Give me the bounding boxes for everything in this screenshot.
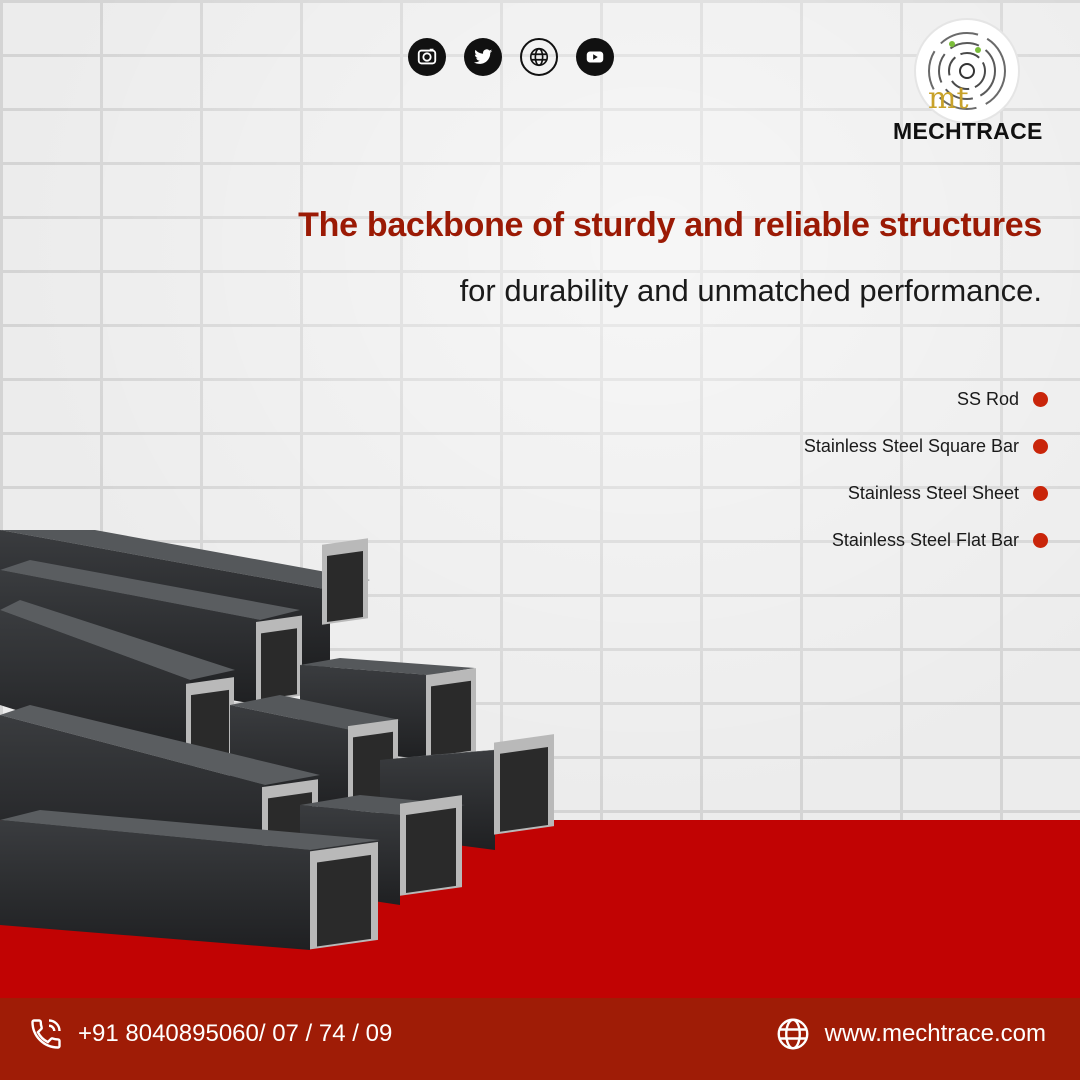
product-label: SS Rod [956,389,1019,409]
logo-letters: mt [928,81,969,116]
list-item: SS Rod [804,376,1048,423]
product-label: Stainless Steel Sheet [847,483,1019,503]
tube [0,600,235,768]
bullet-dot [1033,392,1048,407]
headline: The backbone of sturdy and reliable stru… [298,206,1042,244]
phone-icon [31,1019,61,1049]
list-item: Stainless Steel Square Bar [803,423,1048,470]
tube [0,810,380,950]
brand-name: MECHTRACE [893,118,1043,144]
brick-wall-background [0,0,1080,820]
list-item: Stainless Steel Flat Bar [804,517,1048,564]
social-icons [408,38,614,76]
footer-website[interactable]: www.mechtrace.com [775,1016,1046,1052]
bullet-dot [1033,533,1048,548]
twitter-icon[interactable] [464,38,502,76]
globe-icon [777,1018,809,1050]
steel-square-tubes-image [0,530,555,950]
website-url: www.mechtrace.com [824,1020,1046,1047]
globe-icon[interactable] [520,38,558,76]
footer-phone[interactable]: +91 8040895060/ 07 / 74 / 09 [28,1016,392,1052]
youtube-icon[interactable] [576,38,614,76]
product-list: SS Rod Stainless Steel Square Bar Stainl… [803,376,1048,564]
phone-number: +91 8040895060/ 07 / 74 / 09 [78,1020,393,1047]
subline: for durability and unmatched performance… [459,273,1042,308]
bullet-dot [1033,439,1048,454]
product-label: Stainless Steel Flat Bar [831,530,1019,550]
bullet-dot [1033,486,1048,501]
footer-bar [0,998,1080,1080]
list-item: Stainless Steel Sheet [804,470,1048,517]
mechtrace-logo: mt [916,20,1018,122]
instagram-icon[interactable] [408,38,446,76]
product-label: Stainless Steel Square Bar [803,436,1019,456]
